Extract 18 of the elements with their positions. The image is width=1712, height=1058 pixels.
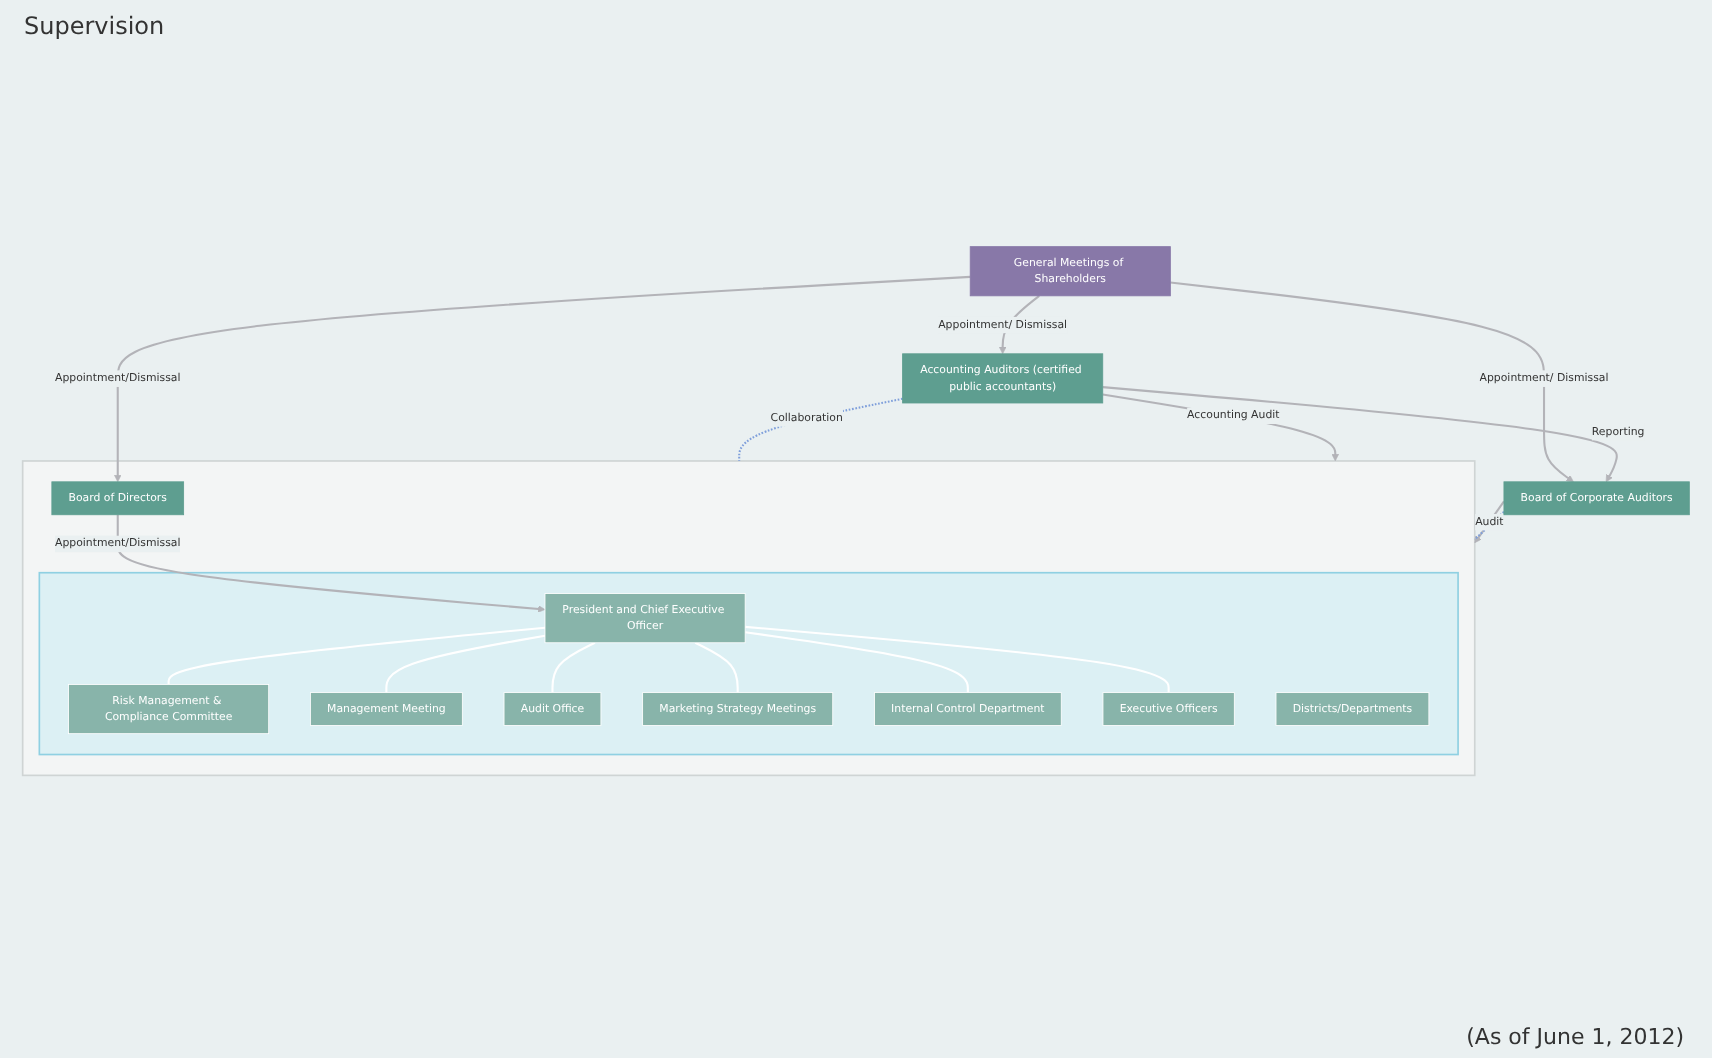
arrow xyxy=(116,514,546,613)
connector xyxy=(745,625,1170,693)
arrow xyxy=(1102,393,1339,462)
connector xyxy=(167,626,546,685)
note-text: Supervision xyxy=(24,12,165,40)
connector xyxy=(738,397,903,461)
caption: (As of June 1, 2012) xyxy=(1466,1024,1684,1050)
connector xyxy=(694,641,739,693)
connector xyxy=(551,641,596,693)
connector xyxy=(745,631,969,693)
arrow xyxy=(114,275,971,483)
cluster xyxy=(21,460,1476,777)
arrow xyxy=(1170,281,1574,483)
connector xyxy=(1474,511,1505,541)
connector xyxy=(385,634,546,693)
arrow xyxy=(1474,500,1505,544)
cluster xyxy=(38,571,1459,756)
arrow xyxy=(1102,386,1618,483)
